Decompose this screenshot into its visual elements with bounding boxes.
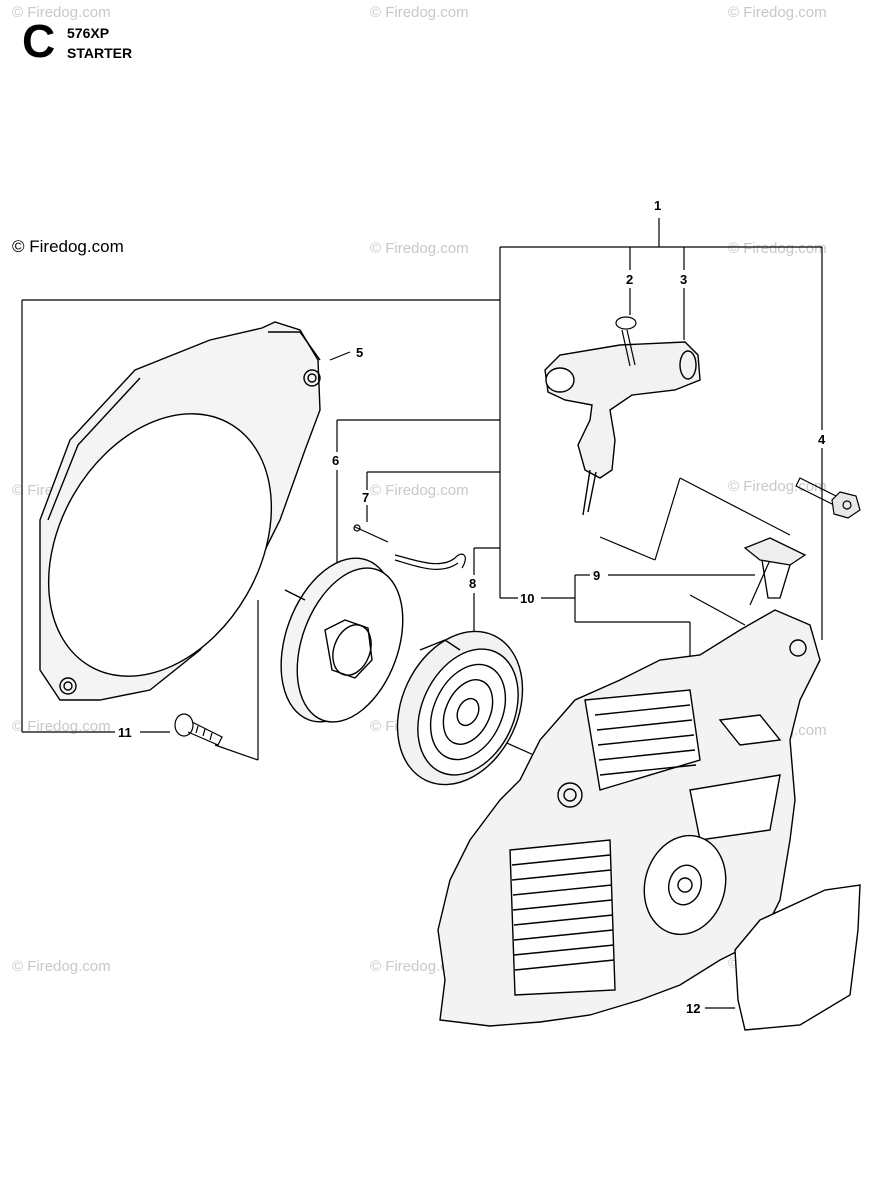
callout-1: 1 xyxy=(654,198,662,213)
decal-part-12 xyxy=(734,884,861,1031)
watermark: © Firedog.com xyxy=(728,4,827,21)
starter-cover-part-5 xyxy=(39,321,321,701)
starter-handle-part-3 xyxy=(544,341,701,516)
callout-11: 11 xyxy=(118,725,132,740)
watermark: © Firedog.com xyxy=(728,240,827,257)
section-letter: C xyxy=(22,15,56,67)
watermark: © Firedog.com xyxy=(370,4,469,21)
watermark: © Firedog.com xyxy=(728,478,827,495)
rope-eyelet-part-9 xyxy=(743,537,807,599)
watermark: © Firedog.com xyxy=(12,4,111,21)
handle-pin-part-2 xyxy=(615,316,637,367)
callout-12: 12 xyxy=(686,1001,701,1016)
copyright-label: © Firedog.com xyxy=(12,237,124,256)
watermark: © Firedog.com xyxy=(12,958,111,975)
watermark: © Firedog.com xyxy=(370,482,469,499)
diagram-title: STARTER xyxy=(67,45,133,61)
watermark: © Firedog.com xyxy=(370,240,469,257)
watermark: © Firedog.com xyxy=(12,718,111,735)
callout-8: 8 xyxy=(469,576,477,591)
callout-4: 4 xyxy=(818,432,826,447)
callout-6: 6 xyxy=(332,453,340,468)
rope-pulley-part-6 xyxy=(280,557,404,723)
callout-7: 7 xyxy=(362,490,370,505)
starter-rope xyxy=(394,553,466,570)
screw-part-7 xyxy=(353,524,389,543)
callout-10: 10 xyxy=(520,591,535,606)
screw-part-4 xyxy=(795,477,861,519)
model-name: 576XP xyxy=(67,25,110,41)
callout-2: 2 xyxy=(626,272,634,287)
callout-9: 9 xyxy=(593,568,601,583)
callout-3: 3 xyxy=(680,272,688,287)
screw-part-11 xyxy=(174,713,223,746)
starter-housing-part-10 xyxy=(437,609,821,1027)
callout-5: 5 xyxy=(356,345,364,360)
leader-lines xyxy=(21,218,823,1009)
recoil-spring-part-8 xyxy=(396,630,524,786)
